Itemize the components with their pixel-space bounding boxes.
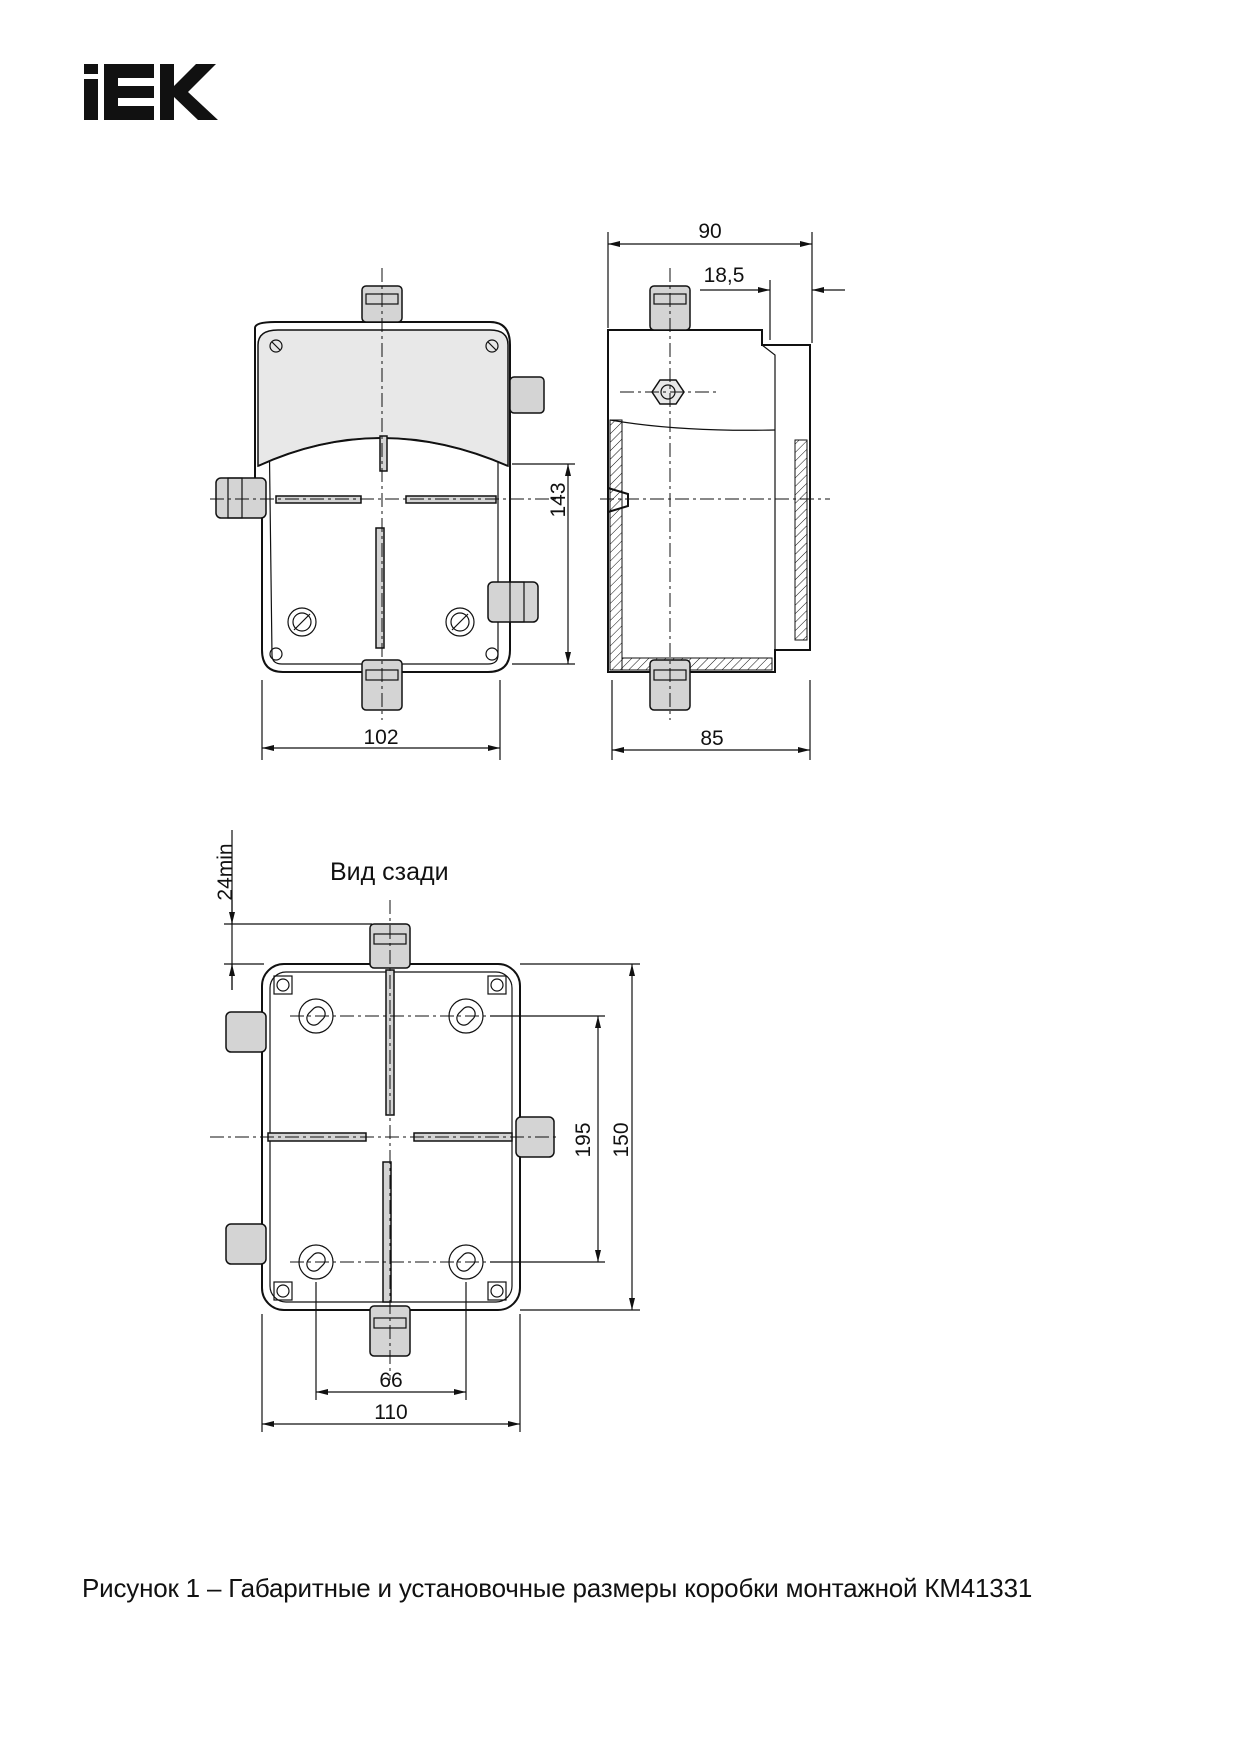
rear-mount-height-dim: 195 [572, 1122, 595, 1157]
side-base-dim: 85 [700, 727, 723, 750]
rear-width-dim: 110 [374, 1401, 407, 1424]
rear-height-dim: 150 [610, 1122, 633, 1157]
rear-clearance-dim: 24min [214, 843, 237, 900]
iek-logo [84, 64, 218, 120]
figure-caption: Рисунок 1 – Габаритные и установочные ра… [82, 1573, 1033, 1603]
side-view: 90 18,5 85 [600, 220, 845, 760]
side-depth-dim: 90 [698, 220, 721, 243]
front-height-dim: 143 [547, 482, 570, 517]
front-width-dim: 102 [363, 726, 398, 749]
rear-view: Вид сзади 24min [210, 830, 640, 1432]
front-view: 102 143 [210, 268, 575, 760]
rear-view-title: Вид сзади [330, 858, 449, 886]
rear-mount-width-dim: 66 [379, 1369, 402, 1392]
side-offset-dim: 18,5 [704, 264, 745, 287]
